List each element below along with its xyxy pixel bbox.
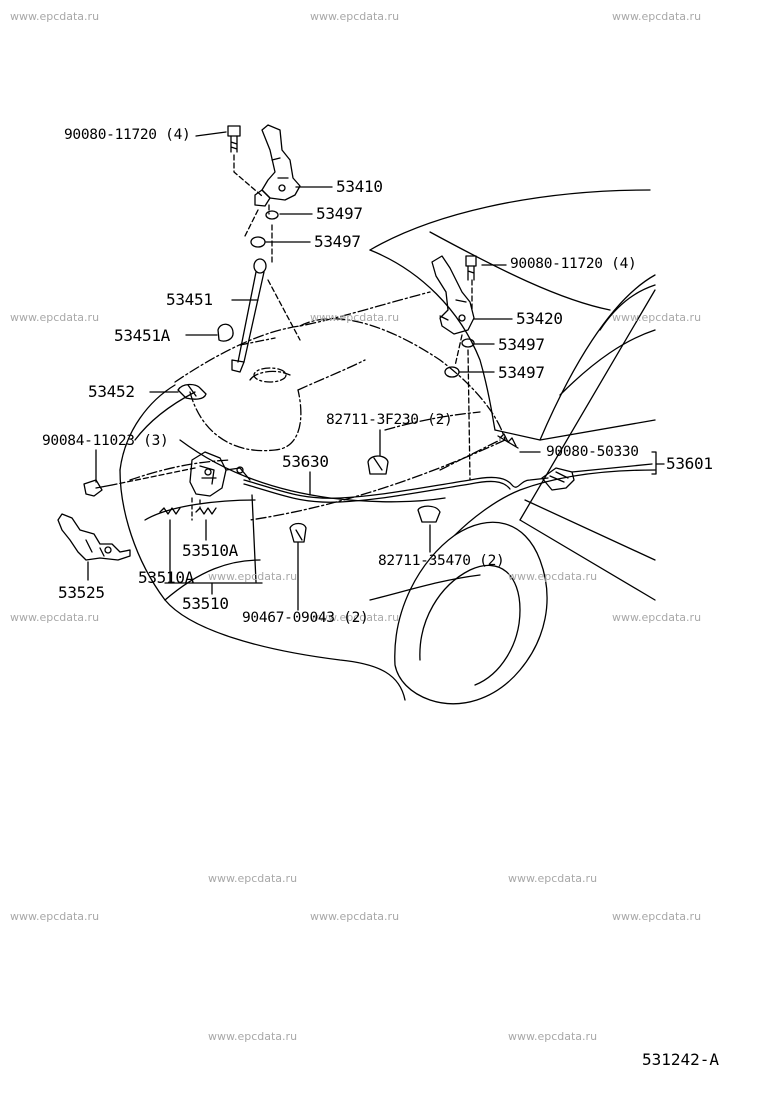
part-label[interactable]: 82711-35470 (2) [378,553,505,569]
watermark: www.epcdata.ru [508,1030,598,1043]
lock-support [57,513,131,581]
watermark: www.epcdata.ru [612,10,702,23]
part-label[interactable]: 82711-3F230 (2) [326,412,453,428]
part-label[interactable]: 90084-11023 (3) [42,433,169,449]
part-label[interactable]: 53601 [666,454,713,473]
watermark: www.epcdata.ru [208,570,298,583]
part-label[interactable]: 53497 [316,204,363,223]
watermark: www.epcdata.ru [310,910,400,923]
part-label[interactable]: 90080-11720 (4) [64,127,191,143]
hinge-left-assy [227,124,301,266]
part-label[interactable]: 53420 [516,309,563,328]
watermark: www.epcdata.ru [612,910,702,923]
part-label[interactable]: 90080-50330 [546,444,639,460]
part-label[interactable]: 53410 [336,177,383,196]
watermark: www.epcdata.ru [10,10,100,23]
watermark: www.epcdata.ru [508,570,598,583]
watermark: www.epcdata.ru [208,1030,298,1043]
part-label[interactable]: 53510A [182,541,238,560]
part-label[interactable]: 90467-09043 (2) [242,610,369,626]
watermark: www.epcdata.ru [310,611,400,624]
support-rod [177,258,301,400]
watermark: www.epcdata.ru [310,10,400,23]
part-label[interactable]: 53451A [114,326,170,345]
watermark: www.epcdata.ru [208,872,298,885]
watermark: www.epcdata.ru [10,311,100,324]
watermark: www.epcdata.ru [10,611,100,624]
part-label[interactable]: 53497 [498,363,545,382]
diagram-id: 531242-A [642,1050,720,1069]
part-label[interactable]: 90080-11720 (4) [510,256,637,272]
part-label[interactable]: 53497 [498,335,545,354]
watermark: www.epcdata.ru [10,910,100,923]
release-cable [243,433,575,543]
watermark: www.epcdata.ru [508,872,598,885]
label-leaders [95,131,665,611]
hinge-right-assy [431,255,477,481]
part-label[interactable]: 53630 [282,452,329,471]
part-label[interactable]: 53497 [314,232,361,251]
part-label[interactable]: 53510A [138,568,194,587]
watermark: www.epcdata.ru [612,611,702,624]
part-label[interactable]: 53451 [166,290,213,309]
part-label[interactable]: 53525 [58,583,105,602]
part-label[interactable]: 53452 [88,382,135,401]
lock-assy [83,451,263,595]
watermark: www.epcdata.ru [612,311,702,324]
watermark: www.epcdata.ru [310,311,400,324]
part-label[interactable]: 53510 [182,594,229,613]
car-body-outline [119,189,656,705]
